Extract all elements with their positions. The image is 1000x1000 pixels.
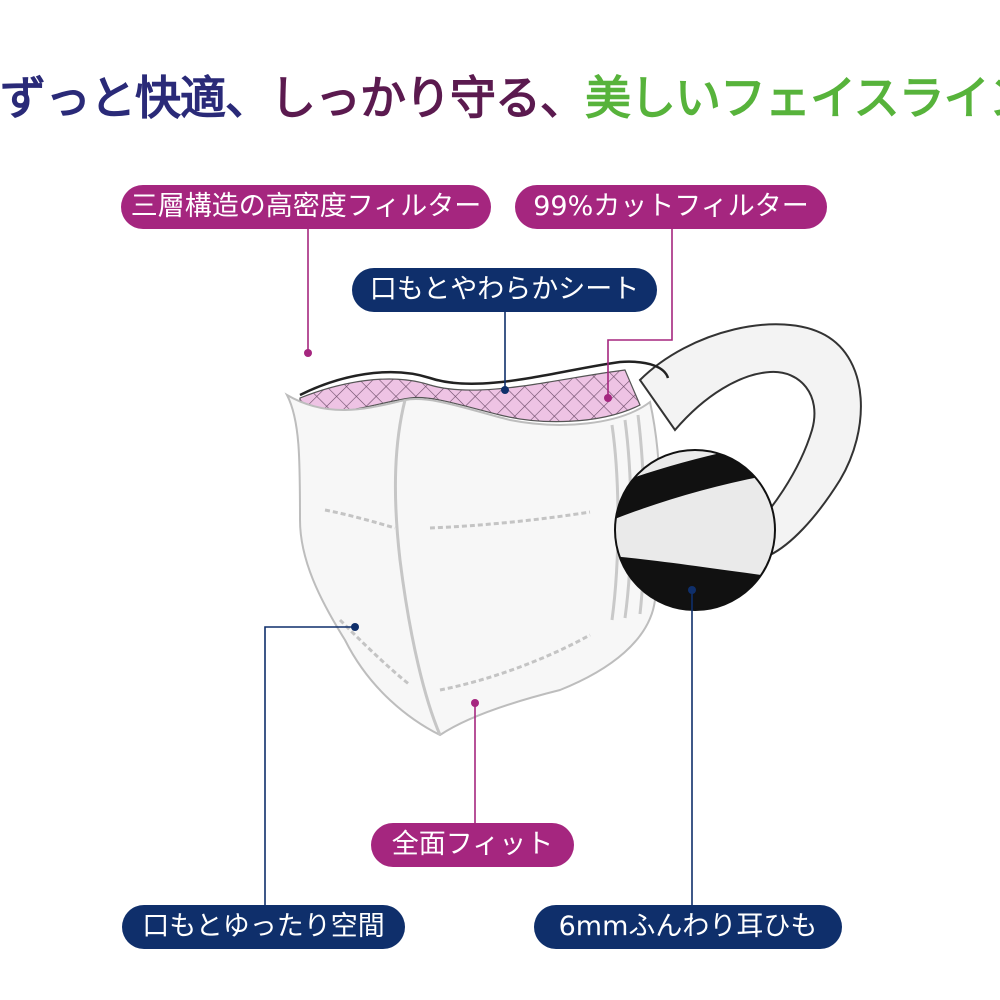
label-soft-sheet: 口もとやわらかシート (352, 268, 657, 312)
mask-body (284, 392, 661, 737)
mask-back-rim (299, 360, 670, 397)
label-roomy-space: 口もとゆったり空間 (122, 905, 405, 949)
dot-cut-filter (604, 394, 612, 402)
dot-three-layer (304, 349, 312, 357)
dot-full-fit (471, 699, 479, 707)
dot-ear-loop (688, 586, 696, 594)
label-soft-ear-loop: 6mmふんわり耳ひも (534, 905, 842, 949)
leader-cut-filter (607, 226, 673, 398)
leader-roomy-space (264, 626, 355, 905)
label-cut-filter: 99%カットフィルター (515, 185, 827, 229)
headline-part3: 美しいフェイスライン (585, 71, 1000, 125)
headline-part2: しっかり守る、 (270, 71, 586, 125)
label-three-layer-filter: 三層構造の高密度フィルター (121, 185, 491, 229)
center-seam (393, 399, 442, 736)
headline-part1: ずっと快適、 (0, 71, 271, 125)
dot-soft-sheet (501, 386, 509, 394)
label-full-fit: 全面フィット (371, 823, 574, 867)
stitch-lines (324, 508, 591, 692)
inner-liner (299, 369, 641, 423)
dot-roomy-space (351, 623, 359, 631)
ear-loop (638, 323, 862, 557)
headline: ずっと快適、しっかり守る、美しいフェイスライン (0, 62, 1000, 128)
